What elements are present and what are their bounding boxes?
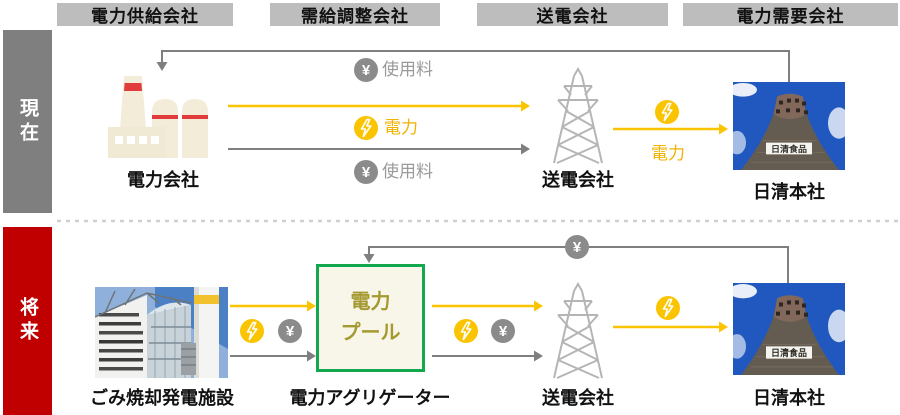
row-label-present: 現在 [3, 30, 52, 213]
yen-icon: ¥ [354, 160, 378, 184]
nissin-sign-text: 日清食品 [771, 143, 807, 154]
power-pool-line2: プール [340, 322, 401, 344]
lightning-icon [655, 100, 679, 124]
header-label: 需給調整会社 [301, 7, 409, 26]
power-pool-line1: 電力 [350, 291, 391, 313]
label-transmission-present: 送電会社 [542, 170, 614, 190]
power-plant-illustration [108, 70, 216, 165]
lightning-icon [656, 296, 680, 320]
yen-icon: ¥ [354, 58, 378, 82]
flow-label-fee-bottom: 使用料 [382, 162, 433, 181]
label-aggregator: 電力アグリゲーター [289, 388, 451, 408]
lightning-icon [354, 116, 378, 140]
yen-icon: ¥ [278, 319, 302, 343]
yen-icon: ¥ [491, 319, 515, 343]
header-label: 電力供給会社 [91, 7, 199, 26]
header-power-consumer: 電力需要会社 [683, 3, 898, 26]
header-power-supplier: 電力供給会社 [57, 3, 233, 26]
waste-plant-photo [94, 287, 228, 383]
header-balancing-company: 需給調整会社 [270, 3, 440, 26]
transmission-tower-icon [538, 281, 618, 384]
nissin-hq-photo-future: 日清食品 [728, 283, 850, 380]
flow-label-power-right: 電力 [651, 144, 685, 163]
label-nissin-hq-present: 日清本社 [753, 182, 825, 202]
label-transmission-future: 送電会社 [542, 388, 614, 408]
transmission-tower-icon [538, 66, 618, 169]
nissin-hq-photo-present: 日清食品 [728, 82, 850, 175]
label-nissin-hq-future: 日清本社 [753, 388, 825, 408]
nissin-sign-text: 日清食品 [771, 347, 807, 358]
header-transmission: 送電会社 [477, 3, 668, 26]
flow-label-power-mid: 電力 [384, 118, 418, 137]
label-waste-plant: ごみ焼却発電施設 [90, 388, 234, 408]
yen-icon: ¥ [565, 235, 589, 259]
header-label: 送電会社 [536, 7, 609, 26]
lightning-icon [240, 319, 264, 343]
header-label: 電力需要会社 [736, 7, 845, 26]
flow-label-fee-top: 使用料 [382, 60, 433, 79]
lightning-icon [454, 319, 478, 343]
power-pool-box: 電力 プール [316, 264, 425, 372]
label-power-company: 電力会社 [127, 170, 199, 190]
row-label-future: 将来 [3, 227, 52, 415]
